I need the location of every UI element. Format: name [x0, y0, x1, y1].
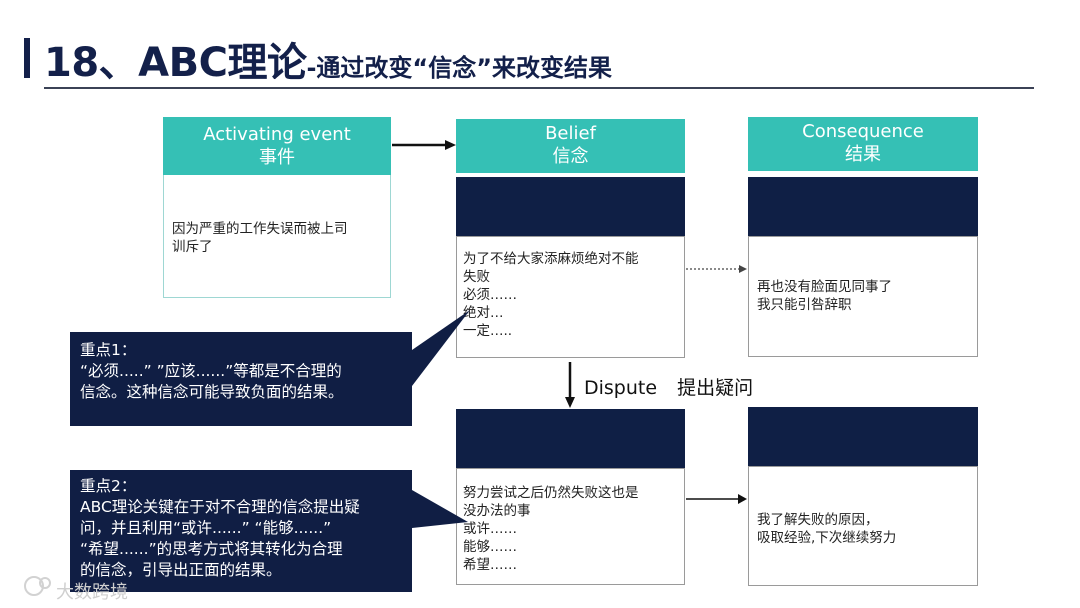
note2-line: 重点2：	[80, 477, 137, 495]
event-line: 训斥了	[172, 239, 213, 255]
new-belief-line: 能够……	[463, 539, 517, 555]
belief-text: 为了不给大家添麻烦绝对不能 失败 必须…… 绝对… 一定…..	[463, 250, 639, 340]
title-divider	[44, 87, 1034, 89]
consequence-text: 再也没有脸面见同事了 我只能引咎辞职	[757, 278, 892, 314]
event-text: 因为严重的工作失误而被上司 训斥了	[172, 220, 348, 256]
dispute-label-zh: 提出疑问	[677, 377, 754, 399]
consequence-header: Consequence 结果	[748, 117, 978, 171]
arrowhead-new-belief-to-result	[738, 494, 747, 504]
consequence-line: 我只能引咎辞职	[757, 297, 852, 313]
note1-pointer	[412, 310, 470, 386]
note2-line: “希望......”的思考方式将其转化为合理	[80, 540, 343, 558]
new-belief-line: 希望……	[463, 557, 517, 573]
arrowhead-event-to-belief	[445, 140, 456, 150]
new-belief-line: 或许……	[463, 521, 517, 537]
consequence-line: 再也没有脸面见同事了	[757, 279, 892, 295]
event-box	[163, 175, 391, 298]
watermark-text: 大数跨境	[56, 582, 128, 603]
belief-header: Belief 信念	[456, 119, 685, 173]
note1-line: 重点1：	[80, 341, 137, 359]
new-belief-box	[456, 468, 685, 585]
new-result-line: 吸取经验,下次继续努力	[757, 530, 897, 546]
note1-line: 信念。这种信念可能导致负面的结果。	[80, 383, 344, 401]
title-main: 18、ABC理论	[44, 40, 307, 86]
watermark-logo-icon	[24, 576, 51, 596]
title-accent-bar	[24, 38, 30, 78]
belief-box	[456, 236, 685, 358]
new-result-navy-band	[748, 407, 978, 466]
belief-line: 必须……	[463, 287, 517, 303]
new-result-box	[748, 466, 978, 586]
belief-header-en: Belief	[545, 123, 596, 144]
note1-line: “必须.....” ”应该......”等都是不合理的	[80, 362, 342, 380]
new-result-text: 我了解失败的原因， 吸取经验,下次继续努力	[757, 511, 896, 547]
new-belief-navy-band	[456, 409, 685, 468]
dispute-label-en: Dispute	[584, 377, 658, 399]
arrowhead-dispute	[565, 397, 575, 408]
event-line: 因为严重的工作失误而被上司	[172, 221, 348, 237]
belief-header-zh: 信念	[552, 146, 589, 167]
belief-navy-band	[456, 177, 685, 236]
dispute-label: Dispute 提出疑问	[584, 373, 753, 400]
note2-line: 的信念，引导出正面的结果。	[80, 561, 282, 579]
event-header: Activating event 事件	[163, 117, 391, 175]
new-belief-line: 努力尝试之后仍然失败这也是	[463, 485, 639, 501]
event-header-zh: 事件	[259, 147, 295, 168]
belief-line: 绝对…	[463, 305, 504, 321]
consequence-header-zh: 结果	[845, 144, 881, 165]
note2-callout: 重点2： ABC理论关键在于对不合理的信念提出疑 问，并且利用“或许......…	[70, 470, 412, 592]
note1-callout: 重点1： “必须.....” ”应该......”等都是不合理的 信念。这种信念…	[70, 332, 412, 426]
title-sub: -通过改变“信念”来改变结果	[306, 54, 612, 82]
note2-line: ABC理论关键在于对不合理的信念提出疑	[80, 498, 360, 516]
note2-line: 问，并且利用“或许......” “能够......”	[80, 519, 332, 537]
event-header-en: Activating event	[203, 124, 351, 145]
consequence-box	[748, 236, 978, 357]
consequence-navy-band	[748, 177, 978, 236]
new-result-line: 我了解失败的原因，	[757, 512, 879, 528]
arrowhead-belief-to-consequence	[739, 265, 747, 273]
page-title: 18、ABC理论-通过改变“信念”来改变结果	[44, 30, 612, 88]
new-belief-line: 没办法的事	[463, 503, 531, 519]
belief-line: 一定…..	[463, 323, 513, 339]
belief-line: 失败	[463, 269, 490, 285]
note2-pointer	[412, 490, 468, 528]
belief-line: 为了不给大家添麻烦绝对不能	[463, 251, 639, 267]
consequence-header-en: Consequence	[802, 121, 924, 142]
new-belief-text: 努力尝试之后仍然失败这也是 没办法的事 或许…… 能够…… 希望……	[463, 484, 639, 574]
